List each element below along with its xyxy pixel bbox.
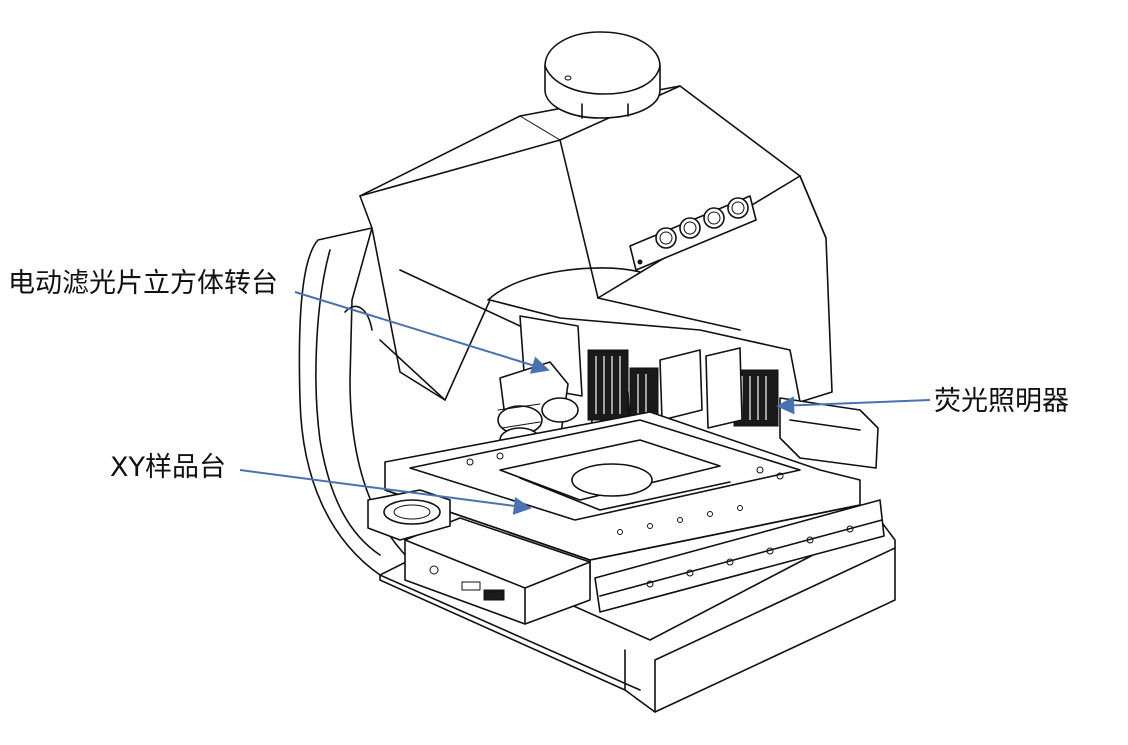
focus-knob bbox=[544, 31, 661, 119]
arrow-filter-turret bbox=[294, 291, 550, 374]
stage-front-rail bbox=[594, 499, 885, 613]
callout-arrows bbox=[239, 291, 931, 515]
arrow-illuminator bbox=[776, 396, 931, 415]
xy-stage bbox=[384, 411, 861, 581]
controller-box bbox=[404, 517, 591, 625]
label-filter-turret: 电动滤光片立方体转台 bbox=[8, 268, 278, 299]
control-button-panel bbox=[629, 195, 757, 271]
illuminator-heatsinks bbox=[587, 347, 879, 469]
joystick-dish bbox=[367, 489, 451, 541]
label-fluorescence-illuminator: 荧光照明器 bbox=[934, 386, 1069, 417]
label-xy-stage: XY样品台 bbox=[110, 452, 226, 483]
arrow-xy-stage bbox=[239, 469, 532, 515]
